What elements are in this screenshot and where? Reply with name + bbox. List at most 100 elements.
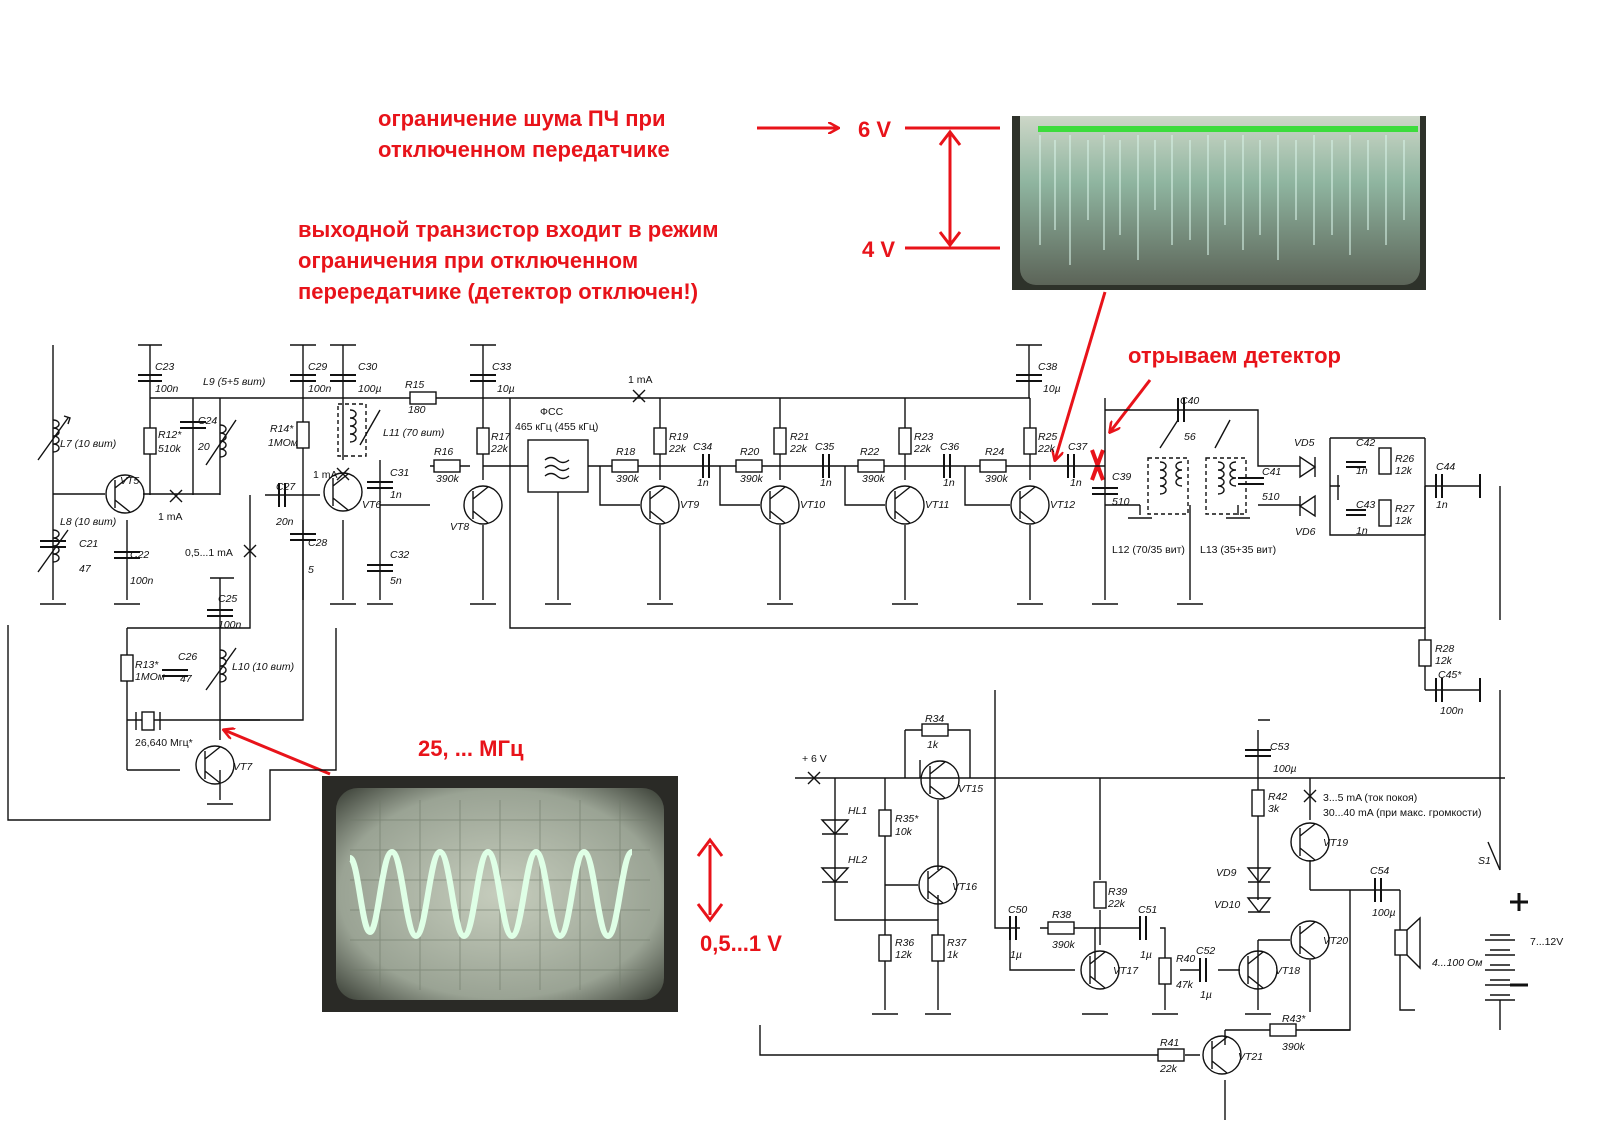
label-L8: L8 (10 вит): [60, 516, 116, 528]
label-C50: C50: [1008, 904, 1027, 916]
sine-trace: [347, 848, 635, 940]
label-C22v: 100n: [130, 575, 154, 587]
label-R38: R38: [1052, 909, 1071, 921]
label-VT5: VT5: [120, 475, 139, 487]
label-VD5: VD5: [1294, 437, 1315, 449]
label-R25: R25: [1038, 431, 1057, 443]
label-C25v: 100n: [218, 619, 242, 631]
label-C50v: 1µ: [1010, 949, 1022, 961]
label-R28v: 12k: [1435, 655, 1453, 667]
misc-symbols: [135, 389, 1528, 1001]
label-C35v: 1n: [820, 477, 832, 489]
label-R42v: 3k: [1268, 803, 1280, 815]
label-VT9: VT9: [680, 499, 699, 511]
audio-wires: [759, 690, 1501, 1120]
label-C31: C31: [390, 467, 409, 479]
label-HL1: HL1: [848, 805, 867, 817]
label-R42: R42: [1268, 791, 1287, 803]
label-1ma-top: 1 mA: [628, 374, 653, 386]
label-iq-max: 30...40 mA (при макс. громкости): [1323, 807, 1481, 819]
label-L9: L9 (5+5 вит): [203, 376, 265, 388]
label-C37: C37: [1068, 441, 1088, 453]
label-R34: R34: [925, 713, 944, 725]
label-battery: 7...12V: [1530, 936, 1563, 948]
label-C53v: 100µ: [1273, 763, 1297, 775]
annotation-if-noise: ограничение шума ПЧ при отключенном пере…: [378, 103, 670, 165]
label-C42: C42: [1356, 437, 1375, 449]
label-R22v: 390k: [862, 473, 886, 485]
annotation-detach-detector: отрываем детектор: [1128, 343, 1341, 368]
label-VT12: VT12: [1050, 499, 1075, 511]
label-VT18: VT18: [1275, 965, 1300, 977]
red-arrows: [224, 128, 1152, 923]
label-R24: R24: [985, 446, 1004, 458]
label-C54v: 100µ: [1372, 907, 1396, 919]
label-R39: R39: [1108, 886, 1127, 898]
label-R18v: 390k: [616, 473, 640, 485]
inductor-symbols: [37, 403, 1247, 691]
scope-if-noise: [1012, 61, 1426, 290]
label-C33v: 10µ: [497, 383, 515, 395]
annotation-amplitude: 0,5...1 V: [700, 931, 782, 956]
label-R16v: 390k: [436, 473, 460, 485]
label-C27v: 20n: [275, 516, 294, 528]
label-L12: L12 (70/35 вит): [1112, 544, 1185, 556]
label-C39: C39: [1112, 471, 1131, 483]
label-R28: R28: [1435, 643, 1454, 655]
label-R40v: 47k: [1176, 979, 1194, 991]
label-R20v: 390k: [740, 473, 764, 485]
label-R34v: 1k: [927, 739, 939, 751]
label-C51v: 1µ: [1140, 949, 1152, 961]
label-C34: C34: [693, 441, 712, 453]
annotation-output-limit: выходной транзистор входит в режим огран…: [298, 214, 719, 307]
annotation-output-line2: ограничения при отключенном: [298, 248, 639, 273]
label-range-current: 0,5...1 mA: [185, 547, 233, 559]
label-C36: C36: [940, 441, 959, 453]
label-R15: R15: [405, 379, 424, 391]
label-VD6: VD6: [1295, 526, 1316, 538]
annotation-if-noise-line2: отключенном передатчике: [378, 137, 670, 162]
label-4v: 4 V: [862, 237, 896, 262]
label-R41v: 22k: [1159, 1063, 1178, 1075]
label-VT8: VT8: [450, 521, 469, 533]
label-VT20: VT20: [1323, 935, 1348, 947]
component-labels: C23 100n L9 (5+5 вит) C29 100n C30 100µ …: [60, 361, 1563, 1075]
label-C29: C29: [308, 361, 327, 373]
label-iq-rest: 3...5 mA (ток покоя): [1323, 792, 1417, 804]
label-VT17: VT17: [1113, 965, 1139, 977]
label-C35: C35: [815, 441, 834, 453]
label-C36v: 1n: [943, 477, 955, 489]
capacitor-symbols: [40, 374, 1481, 982]
label-C51: C51: [1138, 904, 1157, 916]
label-C21v: 47: [79, 563, 92, 575]
label-VT16: VT16: [952, 881, 977, 893]
label-C41v: 510: [1262, 491, 1280, 503]
annotation-frequency: 25, ... МГц: [418, 736, 524, 761]
label-L11: L11 (70 вит): [383, 427, 444, 439]
label-L13: L13 (35+35 вит): [1200, 544, 1276, 556]
label-C26: C26: [178, 651, 197, 663]
label-R27: R27: [1395, 503, 1415, 515]
label-R26v: 12k: [1395, 465, 1413, 477]
label-R35v: 10k: [895, 826, 913, 838]
label-VT19: VT19: [1323, 837, 1348, 849]
label-C22: C22: [130, 549, 149, 561]
label-R36v: 12k: [895, 949, 913, 961]
label-R17v: 22k: [490, 443, 509, 455]
label-R41: R41: [1160, 1037, 1179, 1049]
label-S1: S1: [1478, 855, 1491, 867]
label-1ma-vt5: 1 mA: [158, 511, 183, 523]
label-C41: C41: [1262, 466, 1281, 478]
label-VT6: VT6: [362, 499, 381, 511]
label-C54: C54: [1370, 865, 1389, 877]
label-C43: C43: [1356, 499, 1375, 511]
label-C40v: 56: [1184, 431, 1196, 443]
label-VT10: VT10: [800, 499, 825, 511]
label-VT7: VT7: [233, 761, 253, 773]
label-C38: C38: [1038, 361, 1057, 373]
annotation-output-line1: выходной транзистор входит в режим: [298, 217, 719, 242]
label-R19v: 22k: [668, 443, 687, 455]
label-C45v: 100n: [1440, 705, 1464, 717]
label-C32v: 5n: [390, 575, 402, 587]
label-C29v: 100n: [308, 383, 332, 395]
